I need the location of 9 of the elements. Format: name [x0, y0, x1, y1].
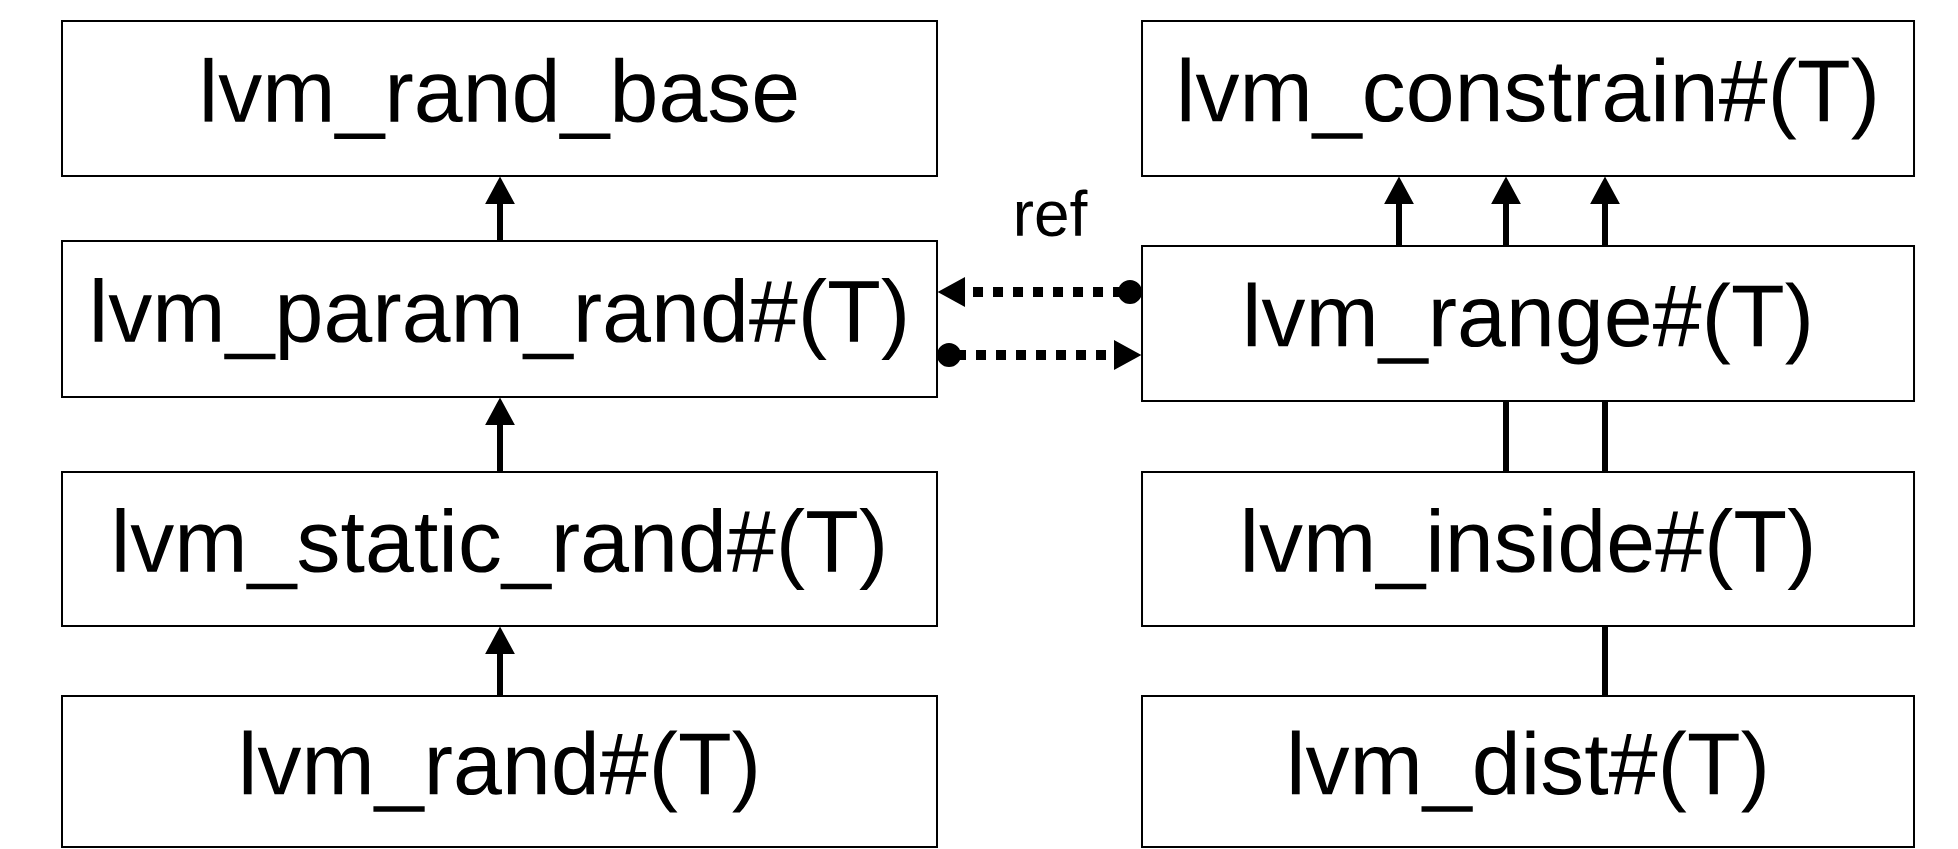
class-box: lvm_constrain#(T) [1141, 20, 1915, 177]
class-box: lvm_inside#(T) [1141, 471, 1915, 627]
class-box: lvm_static_rand#(T) [61, 471, 938, 627]
class-box: lvm_rand#(T) [61, 695, 938, 848]
class-box: lvm_range#(T) [1141, 245, 1915, 402]
edge-label: ref [1010, 187, 1090, 239]
class-box: lvm_param_rand#(T) [61, 240, 938, 398]
class-box: lvm_rand_base [61, 20, 938, 177]
class-box: lvm_dist#(T) [1141, 695, 1915, 848]
